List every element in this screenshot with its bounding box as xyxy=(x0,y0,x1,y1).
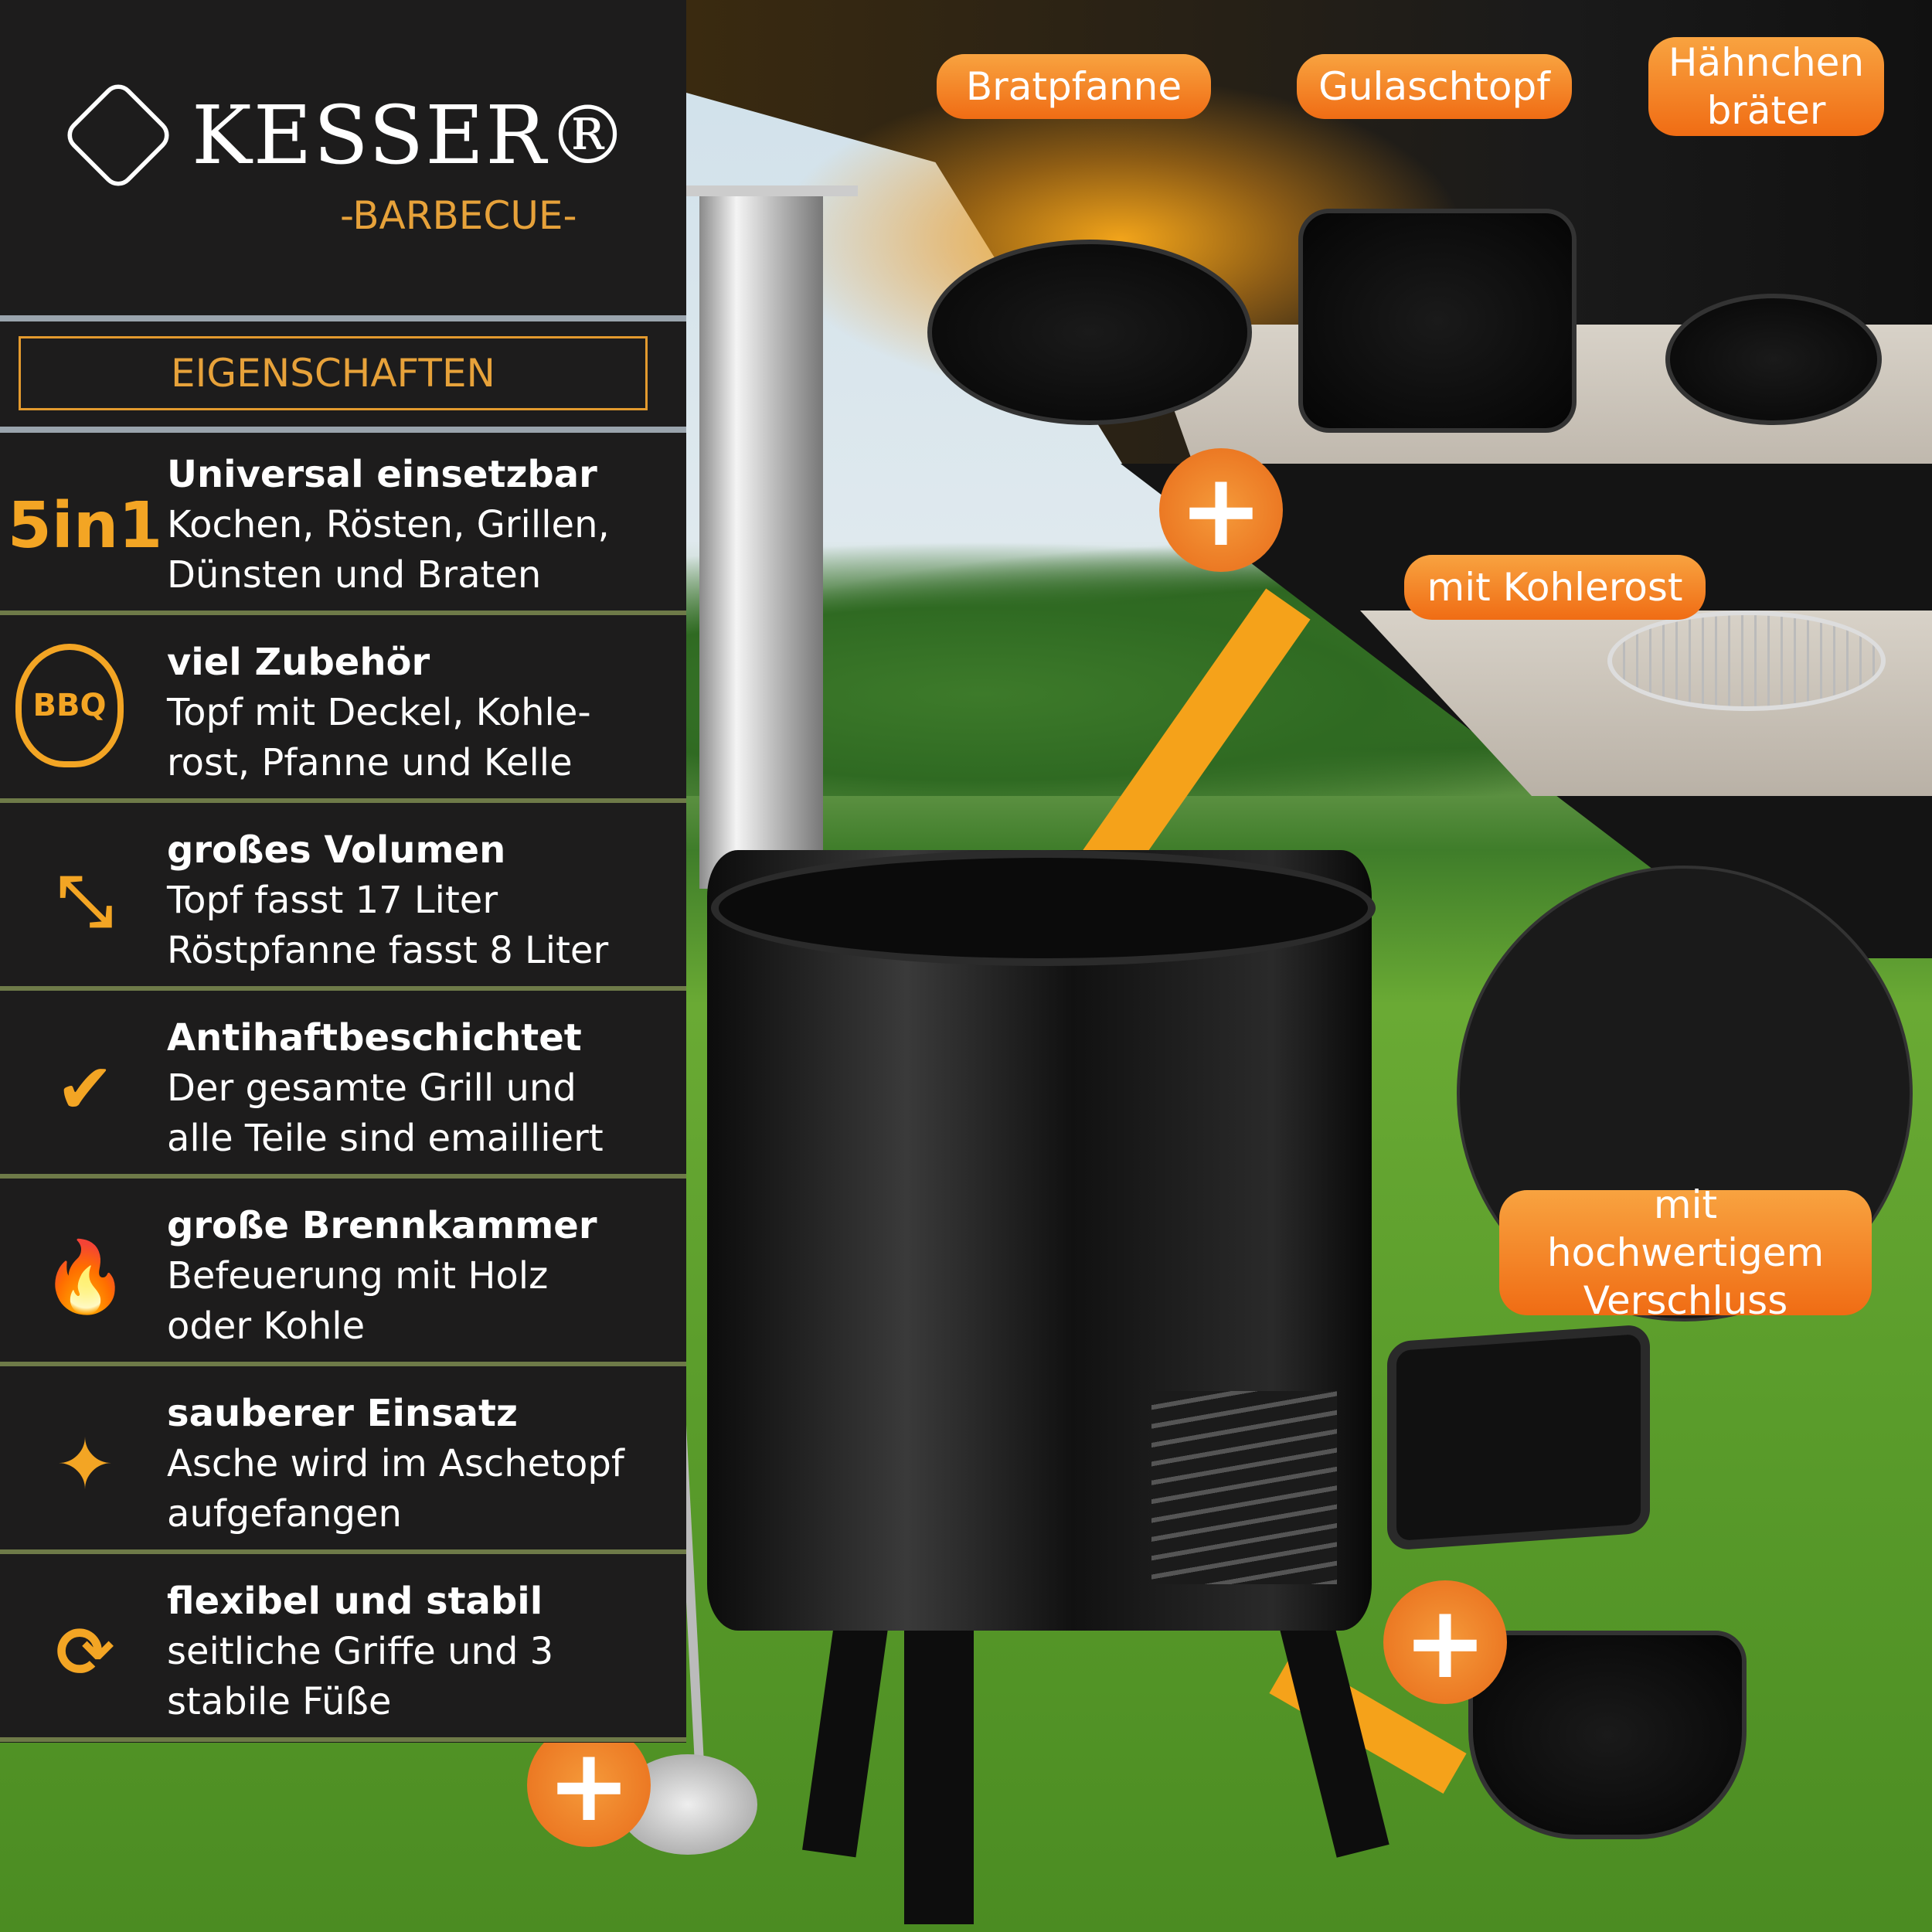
feature-text: Röstpfanne fasst 8 Liter xyxy=(167,929,609,972)
feature-title: Antihaftbeschichtet xyxy=(167,1016,582,1060)
divider xyxy=(0,315,686,321)
feature-title: Universal einsetzbar xyxy=(167,453,597,496)
charcoal-grate-image xyxy=(1607,611,1886,711)
feature-row: ⟳ flexibel und stabil seitliche Griffe un… xyxy=(0,1560,686,1742)
shield-check-icon: ✔ xyxy=(56,1048,114,1130)
plus-icon: + xyxy=(527,1723,651,1847)
feature-text: rost, Pfanne und Kelle xyxy=(167,741,573,784)
feature-text: alle Teile sind emailliert xyxy=(167,1117,604,1160)
feature-title: viel Zubehör xyxy=(167,641,430,684)
firebox-door xyxy=(1387,1324,1650,1551)
chicken-roaster-image xyxy=(1665,294,1882,425)
grill-rim xyxy=(711,850,1376,966)
feature-text: Topf mit Deckel, Kohle- xyxy=(167,691,591,734)
refresh-arrows-icon: ⟳ xyxy=(56,1611,114,1693)
feature-text: Der gesamte Grill und xyxy=(167,1066,577,1110)
frying-pan-image xyxy=(927,240,1252,425)
label-roaster: Hähnchen bräter xyxy=(1648,37,1884,136)
feature-text: Asche wird im Aschetopf xyxy=(167,1442,624,1485)
saucepan-image xyxy=(1468,1631,1747,1839)
label-pan: Bratpfanne xyxy=(937,54,1211,119)
goulash-pot-image xyxy=(1298,209,1577,433)
feature-text: seitliche Griffe und 3 xyxy=(167,1630,554,1673)
chimney-cap xyxy=(665,185,858,196)
chimney xyxy=(699,193,823,889)
sparkle-icon: ✦ xyxy=(56,1423,114,1505)
brand-name: KESSER® xyxy=(192,88,630,182)
feature-text: stabile Füße xyxy=(167,1680,392,1723)
plus-icon: + xyxy=(1159,448,1283,572)
feature-text: oder Kohle xyxy=(167,1304,366,1348)
feature-text: Dünsten und Braten xyxy=(167,553,542,597)
feature-title: große Brennkammer xyxy=(167,1204,597,1247)
feature-title: großes Volumen xyxy=(167,828,506,872)
feature-text: aufgefangen xyxy=(167,1492,402,1536)
section-title: EIGENSCHAFTEN xyxy=(19,336,648,410)
5in1-icon: 5in1 xyxy=(7,488,163,563)
expand-arrows-icon: ⤡ xyxy=(57,860,113,941)
brand-logo: KESSER® xyxy=(60,77,630,193)
brand-subtitle: -BARBECUE- xyxy=(340,193,577,238)
feature-text: Befeuerung mit Holz xyxy=(167,1254,549,1298)
label-latch: mit hochwertigem Verschluss xyxy=(1499,1182,1872,1323)
air-vent xyxy=(1151,1391,1337,1584)
campfire-icon: 🔥 xyxy=(41,1236,129,1318)
bbq-flame-icon: BBQ xyxy=(15,644,124,767)
feature-text: Kochen, Rösten, Grillen, xyxy=(167,503,610,546)
kesser-logo-icon xyxy=(60,77,176,193)
label-pot: Gulaschtopf xyxy=(1297,54,1572,119)
feature-text: Topf fasst 17 Liter xyxy=(167,879,498,922)
feature-title: flexibel und stabil xyxy=(167,1580,543,1623)
feature-title: sauberer Einsatz xyxy=(167,1392,518,1435)
plus-icon: + xyxy=(1383,1580,1507,1704)
divider xyxy=(0,427,686,433)
label-grate: mit Kohlerost xyxy=(1404,555,1706,620)
grill-leg xyxy=(904,1623,974,1924)
